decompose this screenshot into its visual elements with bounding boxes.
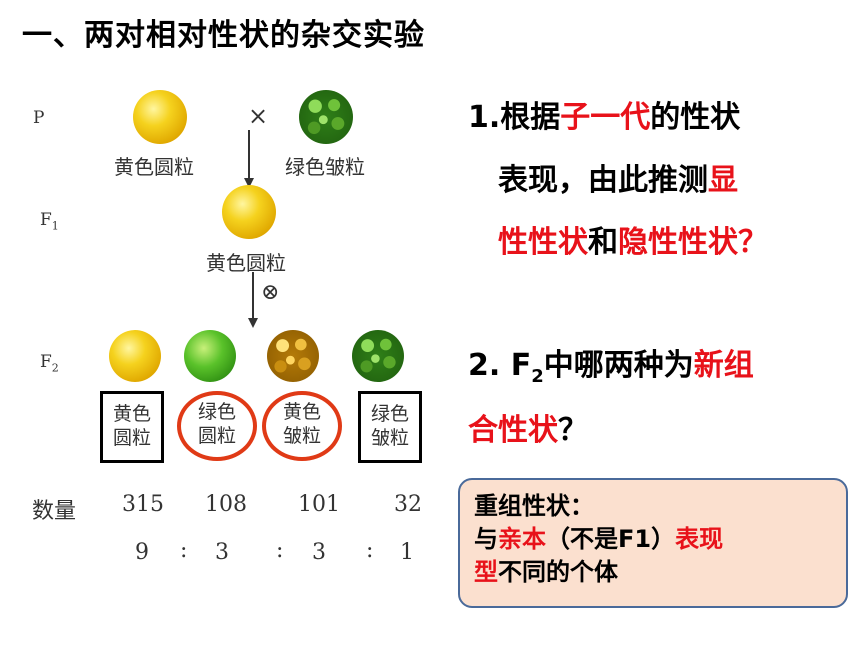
f2-type-yellow-wrinkled: 黄色皱粒 xyxy=(282,401,321,447)
f2-yellow-round-pea xyxy=(109,330,161,382)
f2-type-green-wrinkled: 绿色皱粒 xyxy=(370,403,409,449)
question2-line1: 2. F2中哪两种为新组 xyxy=(468,348,754,387)
cross-symbol: × xyxy=(248,102,269,130)
ratio-3a: 3 xyxy=(215,540,229,565)
ratio-colon-2: : xyxy=(276,538,284,563)
question2-line2: 合性状？ xyxy=(468,413,588,448)
ratio-9: 9 xyxy=(135,540,149,565)
slide-title: 一、两对相对性状的杂交实验 xyxy=(22,18,425,53)
recombinant-definition-callout: 重组性状： 与亲本（不是F1）表现 型不同的个体 xyxy=(458,478,848,608)
green-wrinkled-pea-parent xyxy=(299,90,353,144)
yellow-round-pea-parent xyxy=(133,90,187,144)
box-green-wrinkled xyxy=(358,391,422,463)
arrow-to-f1 xyxy=(244,130,254,188)
oval-yellow-wrinkled xyxy=(262,391,342,461)
callout-line2: 与亲本（不是F1）表现 xyxy=(474,525,724,553)
hybridization-diagram: P × 黄色圆粒 绿色皱粒 F1 黄色圆粒 ⊗ F2 黄色圆粒 绿色圆粒 黄色皱… xyxy=(0,0,440,600)
count-green-wrinkled: 32 xyxy=(394,492,422,517)
parent-yellow-round-label: 黄色圆粒 xyxy=(114,155,194,179)
callout-title: 重组性状： xyxy=(474,492,594,520)
self-cross-symbol: ⊗ xyxy=(261,280,280,305)
callout-line3: 型不同的个体 xyxy=(474,558,618,586)
count-yellow-round: 315 xyxy=(122,492,164,517)
parent-green-wrinkled-label: 绿色皱粒 xyxy=(285,155,365,179)
f2-green-wrinkled-pea xyxy=(352,330,404,382)
count-yellow-wrinkled: 101 xyxy=(298,492,340,517)
f2-type-green-round: 绿色圆粒 xyxy=(197,401,236,447)
question1-line2: 表现，由此推测显 xyxy=(498,163,738,198)
f2-green-round-pea xyxy=(184,330,236,382)
f2-yellow-wrinkled-pea xyxy=(267,330,319,382)
yellow-round-pea-f1 xyxy=(222,185,276,239)
count-label: 数量 xyxy=(32,499,77,524)
ratio-colon-3: : xyxy=(366,538,374,563)
generation-f1: F1 xyxy=(40,210,59,233)
oval-green-round xyxy=(177,391,257,461)
f1-label: 黄色圆粒 xyxy=(206,251,286,275)
ratio-colon-1: : xyxy=(180,538,188,563)
arrow-to-f2 xyxy=(248,272,258,328)
generation-p: P xyxy=(33,108,45,128)
box-yellow-round xyxy=(100,391,164,463)
count-green-round: 108 xyxy=(205,492,247,517)
ratio-1: 1 xyxy=(400,540,414,565)
question1-line3: 性性状和隐性性状？ xyxy=(498,225,768,260)
f2-type-yellow-round: 黄色圆粒 xyxy=(112,403,151,449)
generation-f2: F2 xyxy=(40,352,59,375)
ratio-3b: 3 xyxy=(312,540,326,565)
question1-line1: 1.根据子一代的性状 xyxy=(468,100,741,135)
